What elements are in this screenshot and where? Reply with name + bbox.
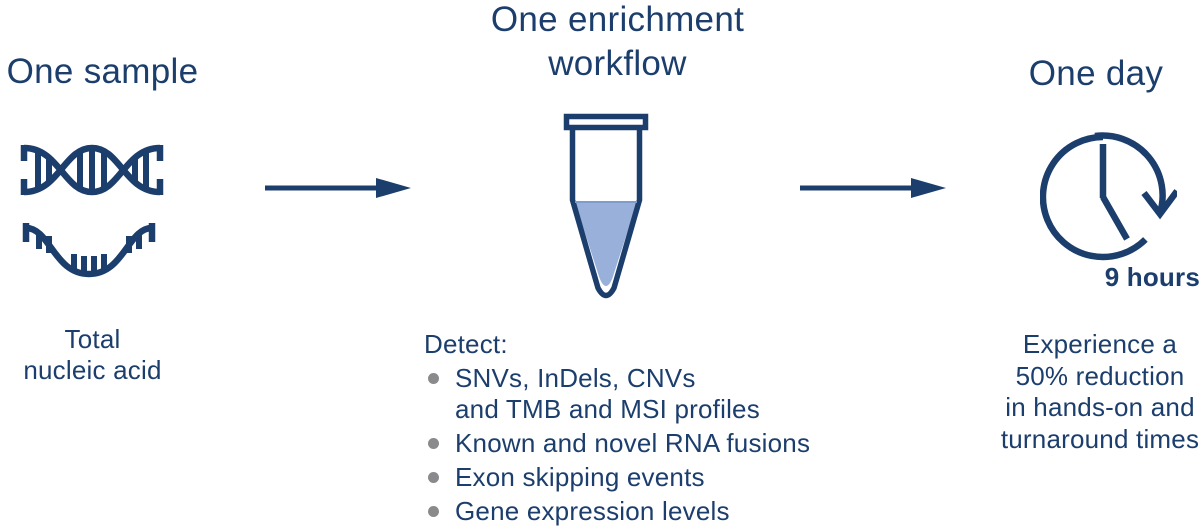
arrow-right-icon bbox=[264, 170, 412, 206]
tube-icon bbox=[562, 112, 650, 308]
detect-list: Detect: SNVs, InDels, CNVs and TMB and M… bbox=[424, 329, 834, 527]
detect-item: SNVs, InDels, CNVs and TMB and MSI profi… bbox=[424, 363, 834, 425]
detect-item: Known and novel RNA fusions bbox=[424, 428, 834, 459]
rna-strand-icon bbox=[18, 219, 160, 285]
detect-item-line: Gene expression levels bbox=[455, 496, 730, 526]
bullet-dot bbox=[428, 472, 439, 483]
detect-item-line: and TMB and MSI profiles bbox=[455, 394, 760, 424]
sample-caption: Total nucleic acid bbox=[0, 324, 185, 386]
bullet-dot bbox=[428, 373, 439, 384]
day-heading: One day bbox=[1028, 54, 1164, 93]
bullet-dot bbox=[428, 438, 439, 449]
detect-item-text: Exon skipping events bbox=[455, 462, 705, 493]
detect-item: Exon skipping events bbox=[424, 462, 834, 493]
detect-label: Detect: bbox=[424, 329, 508, 359]
detect-item: Gene expression levels bbox=[424, 496, 834, 527]
arrow-right-icon bbox=[799, 170, 947, 206]
clock-hours-label: 9 hours bbox=[1104, 262, 1200, 292]
detect-item-text: Gene expression levels bbox=[455, 496, 730, 527]
detect-item-text: SNVs, InDels, CNVs and TMB and MSI profi… bbox=[455, 363, 760, 425]
sample-heading: One sample bbox=[6, 52, 199, 91]
day-caption-line: in hands-on and bbox=[1005, 392, 1195, 422]
bullet-dot bbox=[428, 506, 439, 517]
detect-item-line: SNVs, InDels, CNVs bbox=[455, 363, 696, 393]
day-caption: Experience a 50% reduction in hands-on a… bbox=[985, 329, 1200, 455]
dna-double-helix-icon bbox=[17, 139, 167, 201]
detect-item-line: Known and novel RNA fusions bbox=[455, 428, 811, 458]
sample-caption-line: Total bbox=[64, 324, 121, 354]
detect-item-line: Exon skipping events bbox=[455, 462, 705, 492]
workflow-heading: One enrichment workflow bbox=[465, 0, 770, 86]
detect-item-text: Known and novel RNA fusions bbox=[455, 428, 810, 459]
day-caption-line: 50% reduction bbox=[1015, 360, 1185, 391]
clock-icon bbox=[1040, 130, 1177, 265]
sample-caption-line: nucleic acid bbox=[23, 355, 162, 385]
day-caption-line: Experience a bbox=[1022, 329, 1178, 359]
workflow-heading-line: One enrichment bbox=[490, 0, 745, 39]
workflow-heading-line: workflow bbox=[548, 44, 687, 83]
day-caption-line: turnaround times bbox=[1000, 423, 1200, 454]
